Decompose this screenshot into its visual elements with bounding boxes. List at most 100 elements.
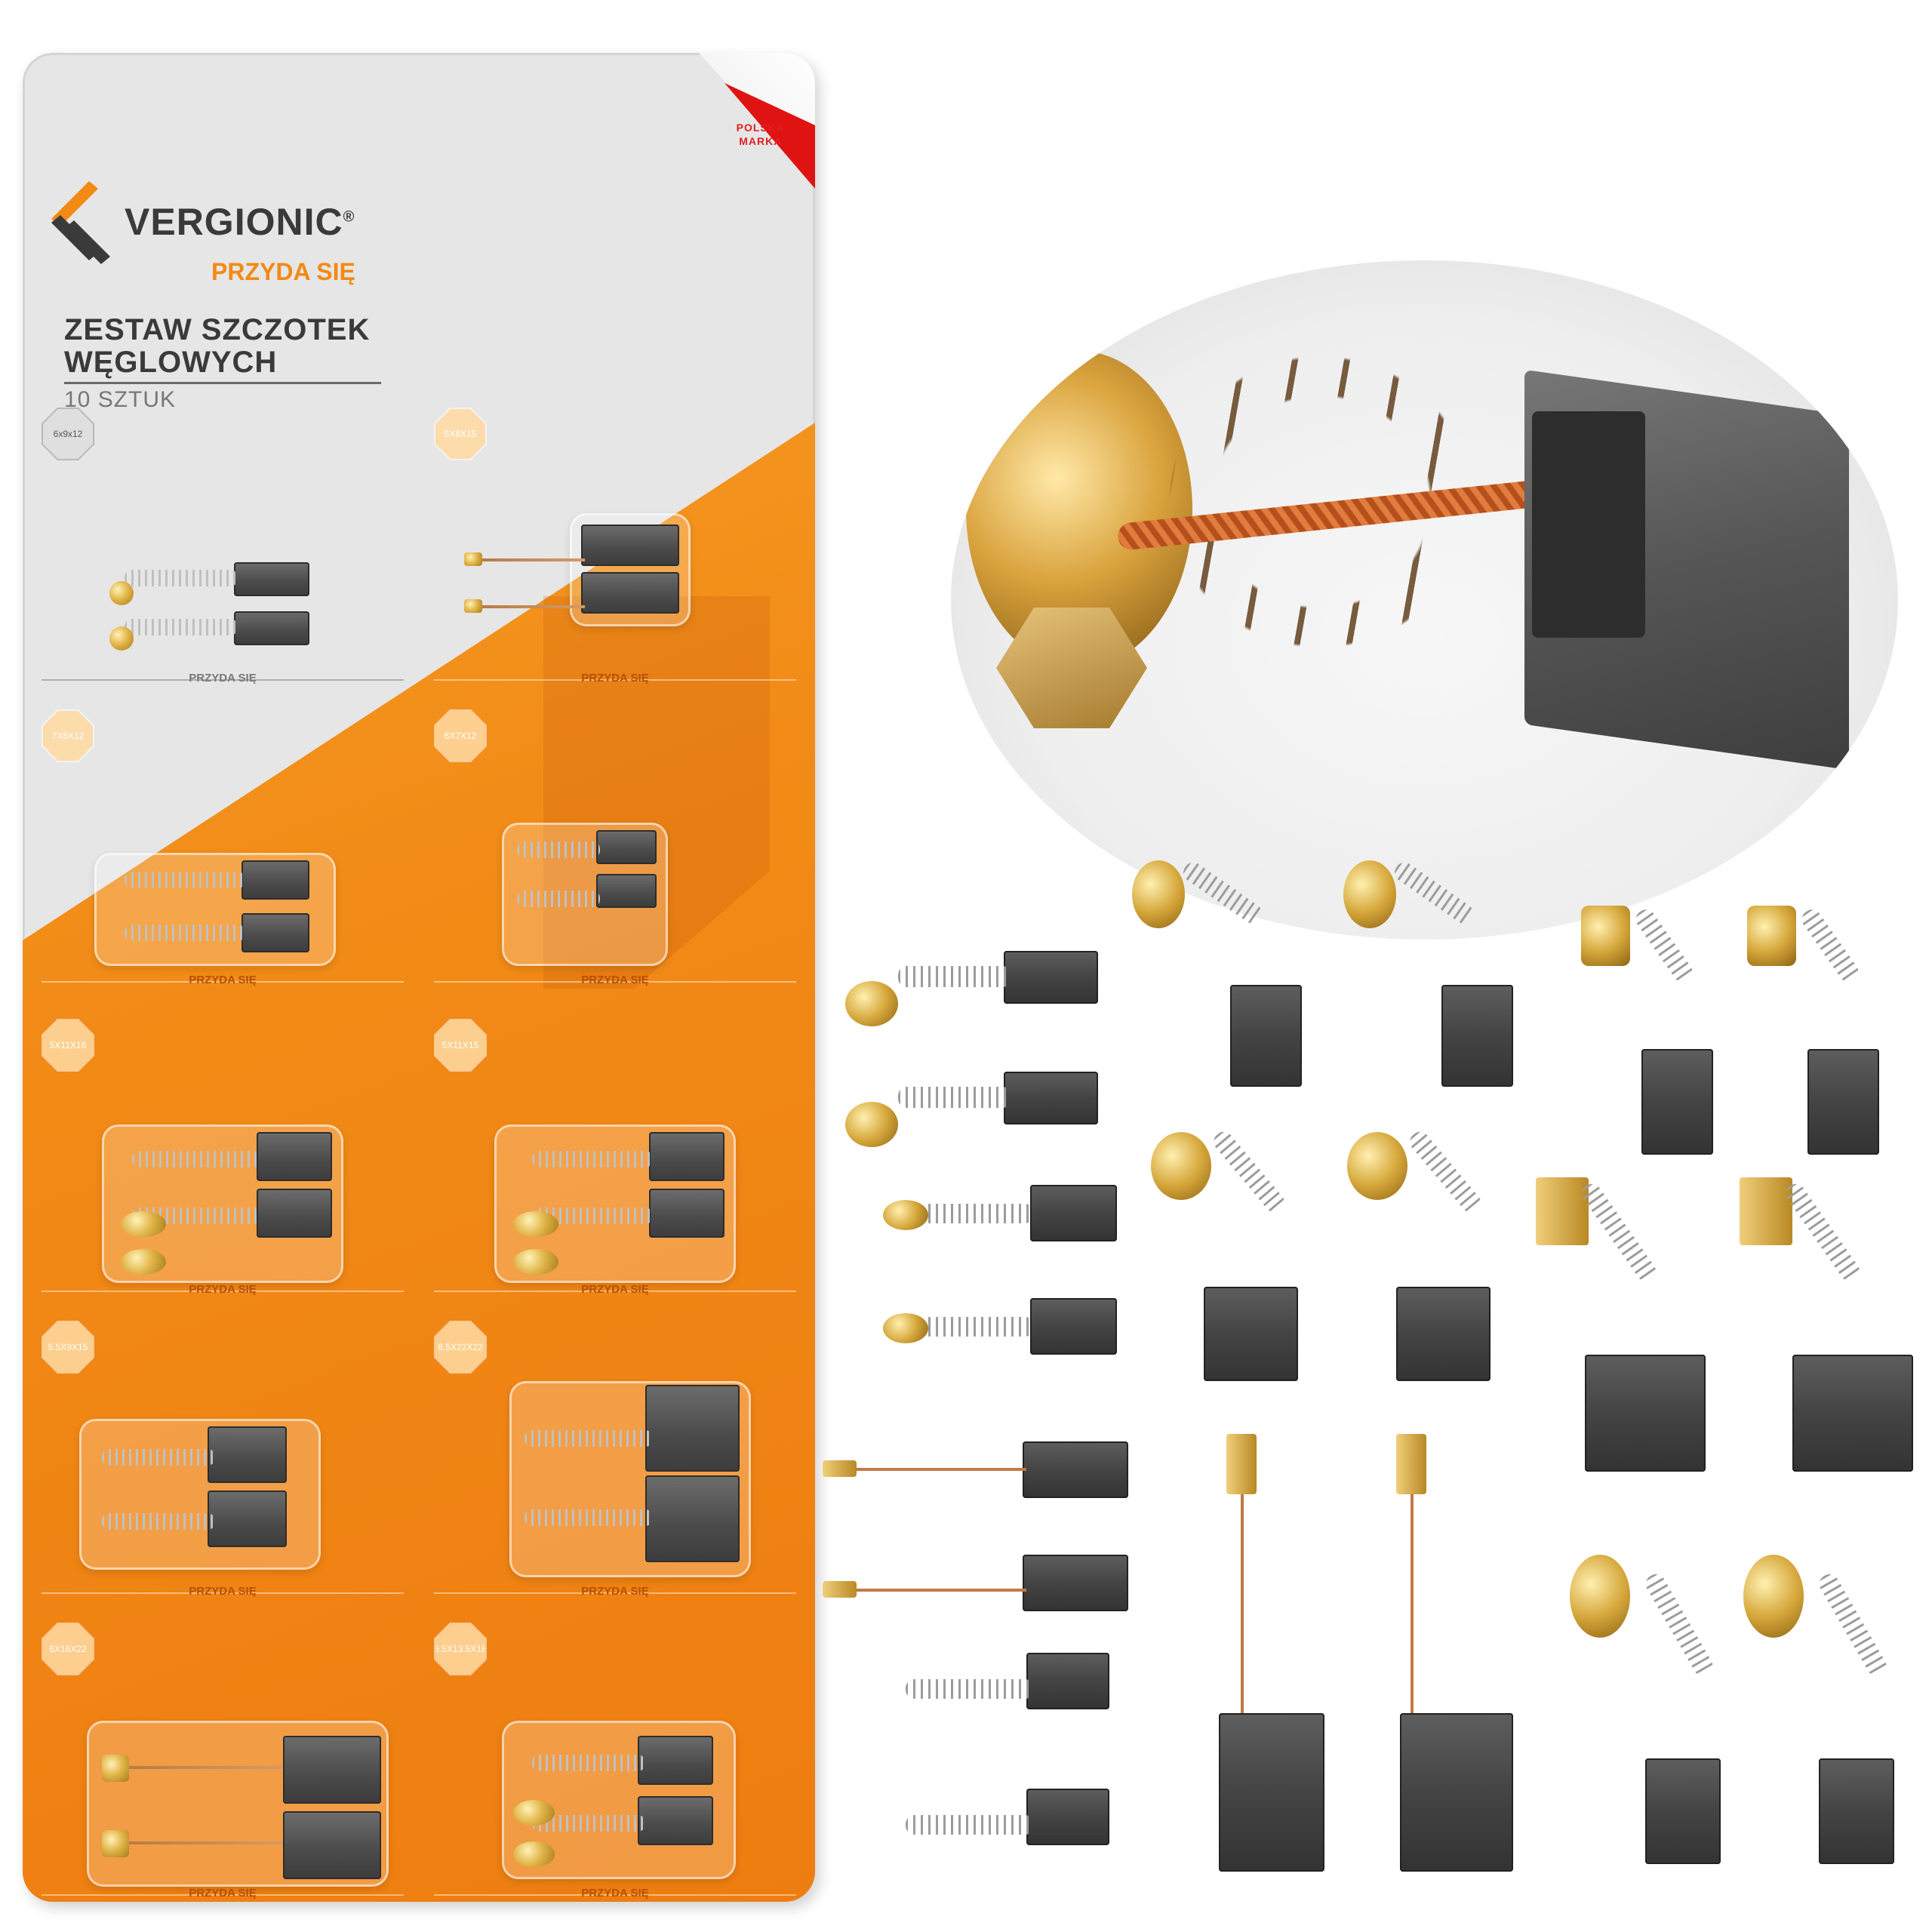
- cell-footer: PRZYDA SIĘ: [42, 974, 404, 989]
- carbon-block: [1030, 1185, 1117, 1241]
- footer-text: PRZYDA SIĘ: [581, 672, 649, 685]
- spring: [1632, 906, 1697, 986]
- loose-brush: [868, 1177, 1117, 1260]
- brass-cap: [109, 581, 134, 605]
- terminal: [1396, 1434, 1426, 1494]
- loose-brush: [1147, 1128, 1328, 1381]
- terminal: [823, 1581, 857, 1598]
- product-quantity: 10 SZTUK: [64, 387, 177, 412]
- spring: [1391, 858, 1477, 928]
- spring: [1406, 1128, 1484, 1217]
- carbon-block: [1026, 1789, 1109, 1845]
- cell-footer: PRZYDA SIĘ: [434, 1887, 796, 1902]
- closeup-photo: [951, 260, 1898, 940]
- brass-clip: [1536, 1177, 1589, 1245]
- brush-cell: 5.5X9X15 PRZYDA SIĘ: [42, 1321, 404, 1607]
- loose-brush: [1736, 1555, 1902, 1864]
- size-label: 6x9x12: [43, 409, 93, 459]
- brass-clip: [1740, 1177, 1792, 1245]
- brass-clip: [1581, 906, 1630, 966]
- brush-spring: [125, 619, 238, 635]
- carbon-brush: [645, 1385, 740, 1472]
- wire-terminal: [102, 1755, 129, 1782]
- carbon-brush: [649, 1132, 724, 1181]
- title-divider: [64, 382, 381, 384]
- size-badge: 7X6X12: [42, 709, 94, 762]
- carbon-brush: [638, 1796, 713, 1845]
- carbon-block: [1807, 1049, 1879, 1155]
- brass-cap: [1151, 1132, 1211, 1200]
- carbon-block: [1396, 1287, 1491, 1381]
- brush-cell: 6X7X12 PRZYDA SIĘ: [434, 709, 796, 996]
- brass-cap: [513, 1800, 555, 1826]
- brand-text: VERGIONIC: [125, 201, 343, 243]
- cell-footer: PRZYDA SIĘ: [42, 672, 404, 687]
- wire: [1411, 1494, 1414, 1713]
- carbon-block: [1004, 1072, 1098, 1124]
- wire: [1241, 1494, 1244, 1713]
- brass-cap: [121, 1211, 166, 1237]
- brush-spring: [125, 570, 238, 586]
- carbon-block: [1230, 985, 1302, 1087]
- footer-line: [434, 1894, 796, 1896]
- loose-brush: [1743, 906, 1909, 1155]
- carbon-block: [1204, 1287, 1298, 1381]
- brush-spring: [125, 872, 245, 888]
- size-label: 5X11X15: [435, 1020, 485, 1070]
- footer-text: PRZYDA SIĘ: [581, 974, 649, 986]
- loose-brush: [1736, 1177, 1924, 1472]
- footer-text: PRZYDA SIĘ: [189, 974, 257, 986]
- size-badge: 6x9x12: [42, 408, 94, 460]
- brush-spring: [532, 1151, 653, 1168]
- carbon-brush: [649, 1189, 724, 1238]
- footer-text: PRZYDA SIĘ: [189, 1585, 257, 1598]
- spring: [921, 1204, 1034, 1223]
- size-badge: 5X8X15: [434, 408, 487, 460]
- spring: [898, 1087, 1011, 1108]
- loose-brush: [815, 1555, 1132, 1638]
- carbon-block: [1026, 1653, 1109, 1709]
- terminal: [823, 1460, 857, 1477]
- carbon-brush: [581, 525, 679, 566]
- carbon-brush: [257, 1189, 332, 1238]
- brass-cap: [845, 981, 898, 1026]
- brass-cap: [109, 626, 134, 651]
- footer-line: [434, 981, 796, 983]
- brass-cap: [513, 1211, 558, 1237]
- brush-spring: [525, 1430, 653, 1447]
- polska-marka-badge: POLSKA MARKA: [737, 121, 785, 148]
- size-badge: 6.5X22X22: [434, 1321, 487, 1374]
- carbon-block: [1030, 1298, 1117, 1355]
- spring: [1816, 1571, 1890, 1679]
- loose-brush: [838, 936, 1109, 1034]
- loose-brush: [1396, 1434, 1547, 1872]
- spring: [898, 966, 1011, 987]
- size-label: 6.5X22X22: [435, 1322, 485, 1372]
- product-title-line1: ZESTAW SZCZOTEK: [64, 313, 371, 346]
- carbon-brush: [638, 1736, 713, 1785]
- terminal: [1226, 1434, 1257, 1494]
- size-badge: 6X7X12: [434, 709, 487, 762]
- brush-spring: [102, 1449, 215, 1466]
- carbon-brush: [234, 562, 309, 596]
- brush-cell: 5X8X15 PRZYDA SIĘ: [434, 408, 796, 694]
- footer-text: PRZYDA SIĘ: [581, 1585, 649, 1598]
- carbon-block: [1819, 1758, 1894, 1864]
- carbon-brush: [283, 1736, 381, 1804]
- wire-terminal: [102, 1830, 129, 1857]
- carbon-brush: [242, 913, 309, 952]
- size-label: 5X11X16: [43, 1020, 93, 1070]
- carbon-brush: [208, 1491, 287, 1547]
- brass-cap: [121, 1249, 166, 1275]
- brush-spring: [532, 1815, 645, 1832]
- brush-cell: 5X11X15 PRZYDA SIĘ: [434, 1019, 796, 1306]
- footer-text: PRZYDA SIĘ: [581, 1283, 649, 1296]
- vergionic-logo-icon: [51, 181, 110, 264]
- footer-text: PRZYDA SIĘ: [581, 1887, 649, 1900]
- brush-spring: [125, 924, 245, 941]
- brush-spring: [532, 1208, 653, 1224]
- footer-line: [434, 679, 796, 681]
- brass-cap: [883, 1313, 928, 1343]
- wire: [853, 1468, 1026, 1471]
- spring: [921, 1317, 1034, 1337]
